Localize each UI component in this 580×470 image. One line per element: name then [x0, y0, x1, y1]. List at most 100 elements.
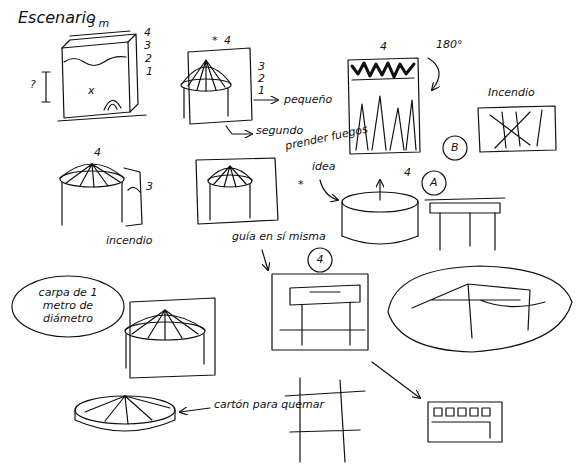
sketch-note: 180° [436, 38, 463, 51]
sketch-note: 3 [146, 180, 153, 193]
arch [104, 100, 121, 110]
sketch-note: incendio [106, 234, 153, 247]
frame-lines [280, 292, 365, 345]
sketch-note: 1 [146, 65, 153, 78]
circled-note: B [442, 135, 468, 161]
circle-outline [443, 136, 467, 160]
guide-arrow [262, 250, 268, 270]
sketch-note: segundo [256, 124, 303, 137]
tent-legs [184, 88, 228, 118]
tent-legs [62, 182, 122, 225]
sketch-note: 2 [258, 72, 265, 85]
sketch-note: * [212, 34, 218, 47]
tent-rim [208, 175, 252, 187]
sketch-note: 4 [380, 40, 387, 53]
tent-stripes [214, 166, 246, 187]
guide-frame-sketch [262, 250, 368, 350]
leader-arrow [180, 408, 210, 412]
pole-arrow [379, 180, 380, 200]
fire-curtain-sketch [348, 58, 439, 154]
back-frame [62, 34, 138, 112]
inner-line [432, 422, 490, 438]
tent-sketch-four [125, 298, 215, 378]
circled-text: carpa de 1 metro de diámetro [31, 286, 105, 326]
table-sketch [425, 198, 505, 250]
tent-sketch-two [60, 164, 142, 226]
fire-box [478, 106, 556, 152]
cylinder-bottom [342, 236, 418, 244]
grid-lines [285, 378, 365, 462]
cylinder-sides [342, 202, 418, 236]
node-text: A [430, 176, 438, 189]
sheet-title: Escenario [18, 8, 96, 27]
circled-note: 4 [307, 247, 333, 273]
tent-stripes [132, 310, 198, 340]
inner-structure [412, 284, 545, 338]
sketch-note: 1 [258, 84, 265, 97]
curtain-panel [348, 58, 420, 154]
tent-stripes [66, 164, 120, 187]
cardboard-disk-sketch [75, 396, 210, 431]
circled-text: A [430, 176, 438, 189]
tent-dome [208, 168, 252, 180]
arrow [254, 99, 278, 100]
top-view-sketch [388, 266, 572, 352]
sketch-note: 3 [144, 39, 151, 52]
arrow [226, 126, 252, 134]
grid-sketch [285, 378, 365, 462]
circled-note: carpa de 1 metro de diámetro [11, 275, 125, 338]
node-text: carpa de 1 metro de diámetro [31, 286, 105, 326]
side-panel [124, 168, 142, 226]
tent-legs [126, 334, 204, 368]
circle-outline [422, 171, 446, 195]
stage-floor [58, 115, 146, 121]
disk-edge [75, 410, 175, 431]
tent-legs [210, 184, 250, 220]
curved-outline [388, 266, 572, 352]
sketch-note: Incendio [488, 86, 535, 99]
tent-sketch-one [181, 48, 278, 134]
front-frame [62, 42, 130, 118]
node-text: 4 [317, 253, 324, 266]
front-box-sketch [372, 362, 502, 442]
sketch-note: guía en sí misma [232, 230, 326, 243]
disk-spokes [85, 396, 170, 424]
sketch-note: * [298, 178, 304, 191]
sketch-note: 4 [144, 26, 151, 39]
back-curtain [196, 158, 278, 224]
sketch-note: 3 m [88, 17, 109, 30]
rotate-arrow [428, 58, 439, 90]
sketch-note: 4 [404, 166, 411, 179]
circled-text: B [451, 141, 459, 154]
window-squares [434, 408, 490, 416]
outer-frame [272, 274, 368, 350]
front-box [428, 402, 502, 442]
fire-scribble [490, 110, 542, 148]
sketch-note: cartón para quemar [214, 398, 324, 411]
table-frame [425, 198, 505, 200]
sketch-note: idea [312, 160, 336, 173]
disk-top [75, 396, 175, 424]
circle-outline [308, 248, 332, 272]
sketch-note: x [88, 84, 95, 97]
back-curtain [188, 48, 252, 124]
arrow [372, 362, 420, 398]
circled-note: A [421, 170, 447, 196]
table-legs [440, 213, 495, 250]
tent-stripes [188, 60, 225, 91]
node-text: B [451, 141, 459, 154]
fire-box-sketch [478, 106, 556, 152]
sketch-note: 3 [258, 60, 265, 73]
sketch-note: 4 [224, 34, 231, 47]
idea-arrow [320, 180, 338, 200]
circle-outline [12, 276, 124, 337]
sketch-note: 4 [94, 146, 101, 159]
stage-panels-sketch [42, 31, 146, 121]
cylinder-sketch [320, 180, 418, 244]
scribble-edge [352, 78, 414, 80]
wavy-border [64, 57, 126, 66]
sketch-note: 2 [145, 52, 152, 65]
sketch-note: ? [30, 78, 36, 91]
circled-text: 4 [317, 253, 324, 266]
